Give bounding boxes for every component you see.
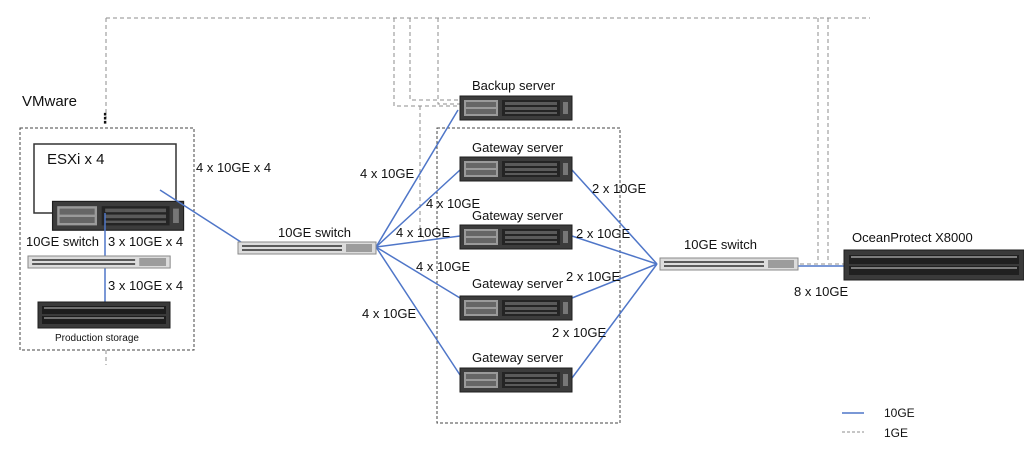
gateway-server-3-icon — [459, 295, 573, 321]
esxi-label: ESXi x 4 — [47, 151, 105, 168]
gateway-1-switch-link-label: 2 x 10GE — [592, 181, 647, 196]
production-storage-icon — [37, 301, 171, 329]
gateway-server-2-icon — [459, 224, 573, 250]
storage-switch-label: 10GE switch — [684, 237, 757, 252]
backup-server-icon — [459, 95, 573, 121]
esxi-switch-link-label: 3 x 10GE x 4 — [108, 234, 183, 249]
gateway-server-2-label: Gateway server — [472, 208, 564, 223]
management-network-1ge — [105, 17, 870, 365]
gateway-2-switch-link-label: 2 x 10GE — [576, 226, 631, 241]
vmware-ellipsis: ⋮ — [98, 110, 112, 126]
core-gateway-2-link-label: 4 x 10GE — [396, 225, 451, 240]
production-storage-label: Production storage — [55, 333, 139, 344]
switch-storage-link-label: 3 x 10GE x 4 — [108, 278, 183, 293]
core-gateway-4-link-label: 4 x 10GE — [362, 306, 417, 321]
gateway-server-1-label: Gateway server — [472, 140, 564, 155]
gateway-4-switch-link-label: 2 x 10GE — [552, 325, 607, 340]
core-gateway-3-link-label: 4 x 10GE — [416, 259, 471, 274]
gateway-group-box — [436, 127, 621, 424]
switch-storage-link-label-8x: 8 x 10GE — [794, 284, 849, 299]
data-links-10ge — [104, 109, 846, 379]
legend: 10GE 1GE — [842, 406, 915, 440]
vmware-switch-label: 10GE switch — [26, 234, 99, 249]
legend-1ge-label: 1GE — [884, 426, 908, 440]
core-gateway-1-link-label: 4 x 10GE — [426, 196, 481, 211]
oceanprotect-icon — [843, 249, 1024, 281]
core-backup-link-label: 4 x 10GE — [360, 166, 415, 181]
vmware-cluster-box — [19, 127, 195, 351]
gateway-3-switch-link-label: 2 x 10GE — [566, 269, 621, 284]
oceanprotect-label: OceanProtect X8000 — [852, 230, 973, 245]
legend-10ge-label: 10GE — [884, 406, 915, 420]
backup-server-label: Backup server — [472, 78, 556, 93]
storage-switch-icon — [659, 257, 799, 271]
core-switch-icon — [237, 241, 377, 255]
esxi-server-icon — [51, 200, 185, 231]
gateway-server-3-label: Gateway server — [472, 276, 564, 291]
gateway-server-1-icon — [459, 156, 573, 182]
gateway-server-4-label: Gateway server — [472, 350, 564, 365]
core-switch-label: 10GE switch — [278, 225, 351, 240]
gateway-server-4-icon — [459, 367, 573, 393]
esxi-core-link-label: 4 x 10GE x 4 — [196, 160, 271, 175]
vmware-switch-icon — [27, 255, 171, 269]
vmware-title: VMware — [22, 93, 77, 110]
